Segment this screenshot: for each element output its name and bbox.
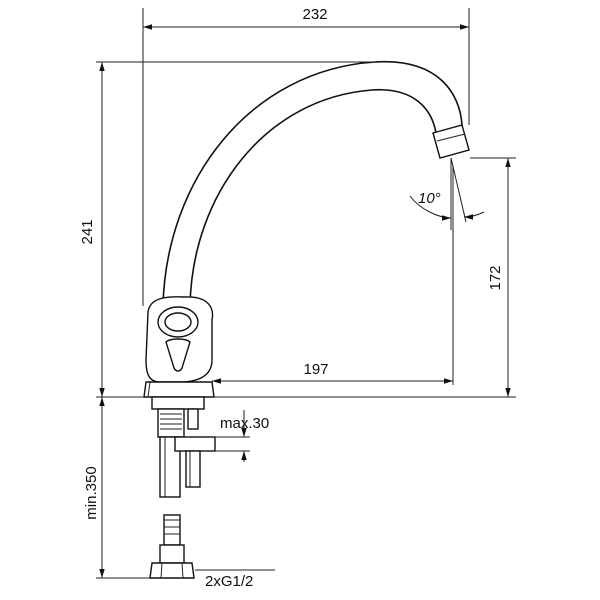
dimension-min-length: min.350 — [83, 397, 150, 579]
dimension-spout-angle: 10° — [409, 157, 485, 230]
dimension-label-connection: 2xG1/2 — [205, 573, 253, 590]
dimension-label-height: 241 — [79, 219, 96, 244]
dimension-max-thickness: max.30 — [214, 410, 269, 462]
dimension-label-width: 232 — [302, 6, 327, 23]
dimension-connection-thread: 2xG1/2 — [195, 569, 275, 590]
faucet-handle — [145, 296, 214, 383]
dimension-overall-width: 232 — [142, 6, 470, 306]
faucet-spout — [162, 61, 463, 307]
supply-hose-end — [149, 514, 195, 579]
dimension-label-spout-reach: 197 — [303, 361, 328, 378]
dimension-label-max-thickness: max.30 — [220, 415, 269, 432]
dimension-spout-reach: 197 — [212, 165, 454, 385]
mounting-hardware — [151, 396, 216, 498]
faucet-base — [143, 381, 215, 398]
dimension-label-min-length: min.350 — [83, 466, 100, 519]
faucet-aerator — [432, 124, 470, 159]
dimension-spout-height: 172 — [214, 157, 516, 398]
dimension-label-spout-height: 172 — [487, 265, 504, 290]
dimension-overall-height: 241 — [79, 61, 375, 398]
dimension-label-angle: 10° — [418, 190, 441, 207]
